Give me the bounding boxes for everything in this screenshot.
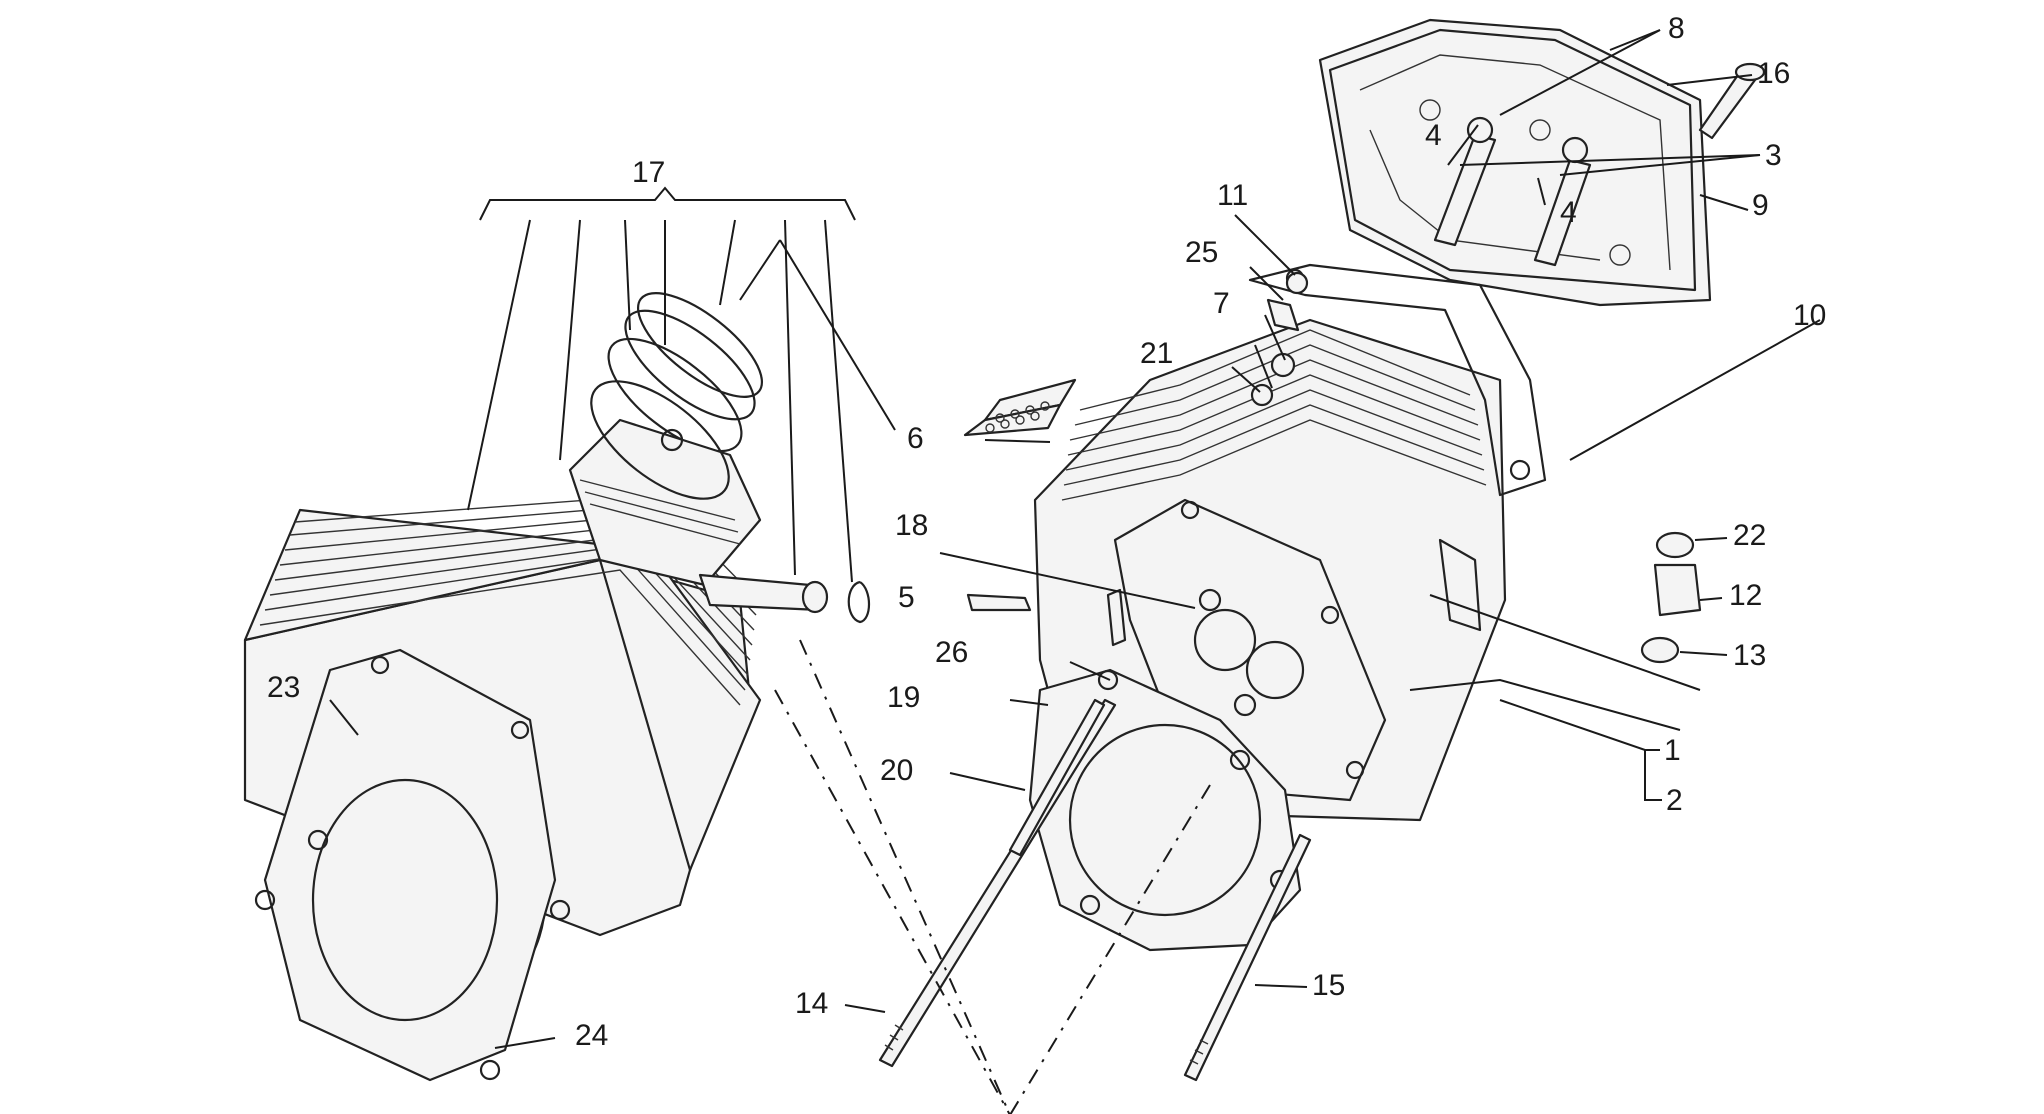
label-11: 11 [1217, 179, 1248, 212]
part-labels: 1 2 3 4 4 5 6 7 8 9 10 11 12 13 14 15 16… [267, 12, 1826, 1052]
label-24: 24 [575, 1019, 608, 1052]
head-gasket [1028, 668, 1302, 952]
alignment-lines [774, 639, 1211, 1114]
label-6: 6 [907, 422, 924, 455]
label-5: 5 [898, 581, 915, 614]
bracket-17 [467, 186, 896, 583]
label-17: 17 [632, 156, 665, 189]
label-23: 23 [267, 671, 300, 704]
label-2: 2 [1666, 784, 1683, 817]
label-16: 16 [1757, 57, 1790, 90]
label-1: 1 [1664, 734, 1681, 767]
label-4b: 4 [1560, 196, 1577, 229]
label-13: 13 [1733, 639, 1766, 672]
label-9: 9 [1752, 189, 1769, 222]
label-12: 12 [1729, 579, 1762, 612]
label-4a: 4 [1425, 119, 1442, 152]
cylinder-barrel [243, 494, 762, 1082]
label-19: 19 [887, 681, 920, 714]
label-15: 15 [1312, 969, 1345, 1002]
leader-lines [329, 29, 1821, 1049]
label-25: 25 [1185, 236, 1218, 269]
studs [878, 698, 1312, 1082]
piston-assembly [568, 292, 871, 624]
filter-element [963, 378, 1077, 437]
label-20: 20 [880, 754, 913, 787]
label-21: 21 [1140, 337, 1173, 370]
label-3: 3 [1765, 139, 1782, 172]
label-26: 26 [935, 636, 968, 669]
label-18: 18 [895, 509, 928, 542]
label-10: 10 [1793, 299, 1826, 332]
label-14: 14 [795, 987, 828, 1020]
label-22: 22 [1733, 519, 1766, 552]
label-7: 7 [1213, 287, 1230, 320]
label-8: 8 [1668, 12, 1685, 45]
